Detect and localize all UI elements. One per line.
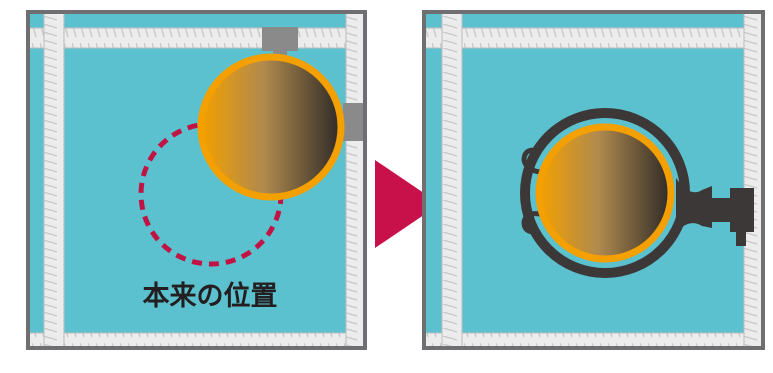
rebar-vertical-left: [43, 12, 65, 348]
clamp-hook-bottom: [521, 211, 543, 235]
panel-before: 本来の位置: [26, 10, 367, 350]
rebar-vertical-left: [441, 12, 463, 348]
spacer-block-top: [262, 27, 298, 51]
rebar-horizontal-top: [424, 27, 763, 49]
rebar-horizontal-bottom: [424, 332, 763, 348]
centered-pipe: [535, 123, 675, 263]
intended-position-caption: 本来の位置: [143, 280, 278, 312]
pipe-clamp-holder: [520, 108, 754, 278]
panel-before-frame: [26, 10, 367, 350]
spacer-block-right: [343, 103, 365, 141]
rebar-horizontal-top: [28, 27, 365, 49]
displaced-pipe: [197, 53, 345, 201]
rebar-vertical-right: [743, 12, 763, 348]
clamp-jaw-notch: [736, 232, 746, 246]
rebar-horizontal-bottom: [28, 332, 365, 348]
transition-arrow: [375, 160, 440, 248]
panel-after-frame: [422, 10, 765, 350]
clamp-jaw: [730, 188, 754, 232]
panel-after: [422, 10, 765, 350]
clamp-hook-top: [521, 147, 543, 175]
rebar-vertical-right: [345, 12, 365, 348]
